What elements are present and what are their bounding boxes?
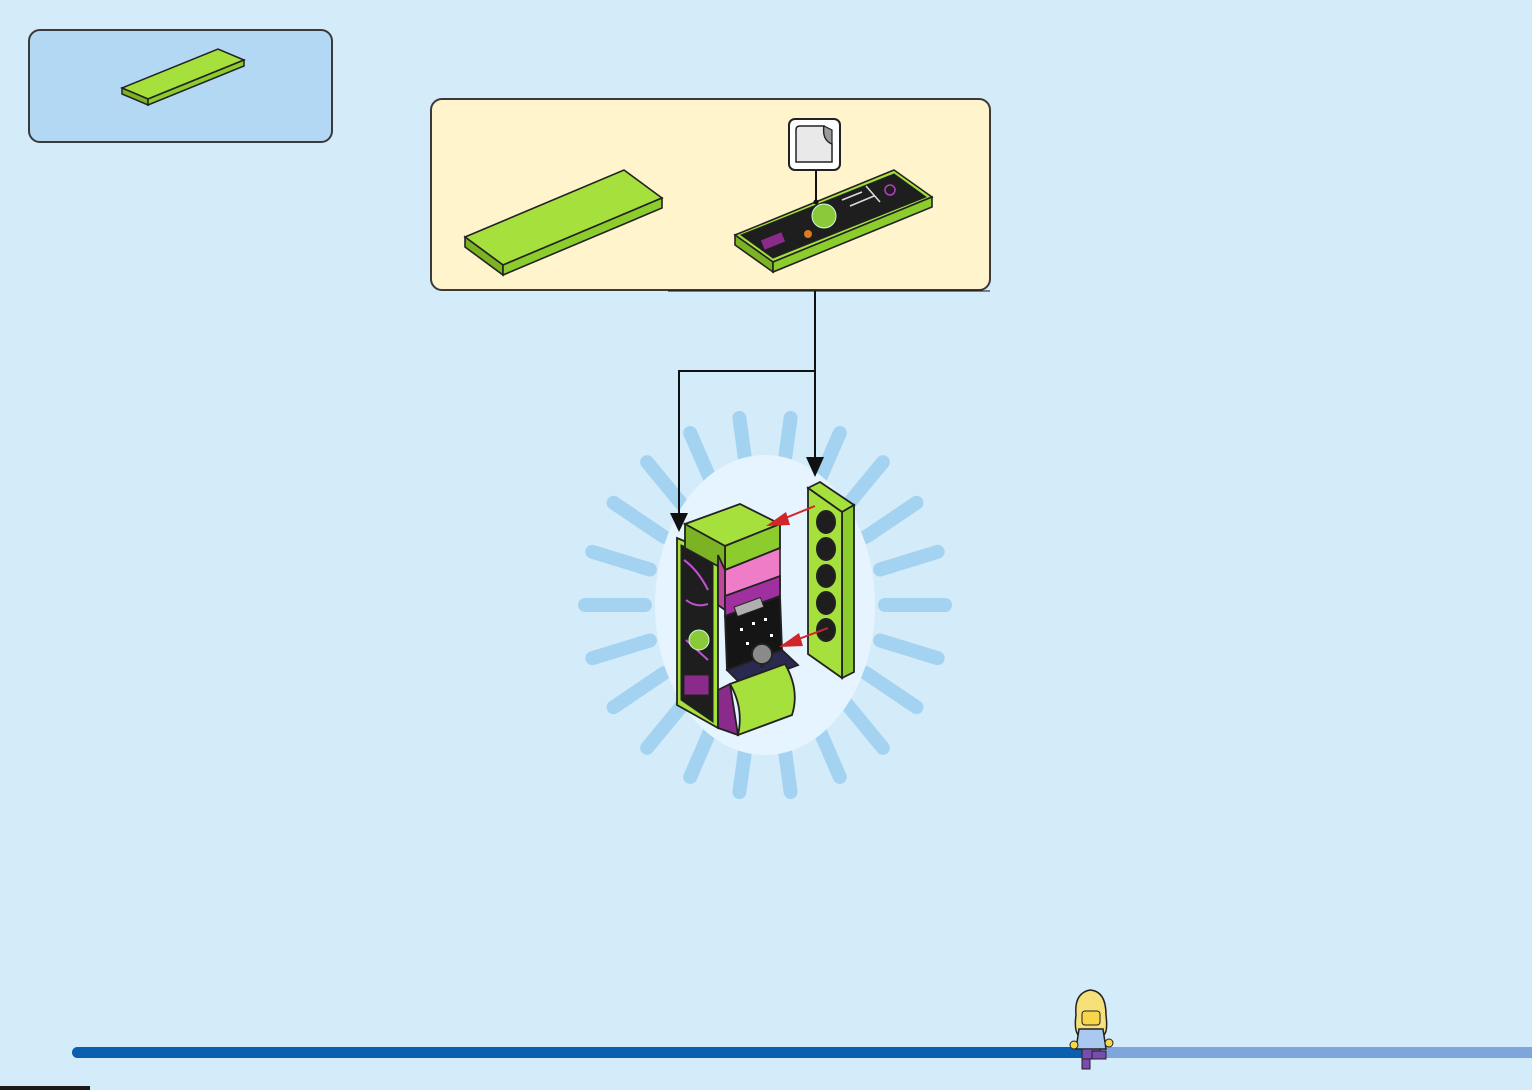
build-progress-bar (72, 1047, 1532, 1058)
page-edge-mark (0, 1086, 90, 1090)
glow-ray (866, 673, 916, 707)
arcade-cabinet-model (677, 504, 798, 735)
glow-ray (614, 503, 664, 537)
progress-fill (72, 1047, 1100, 1058)
glow-ray (592, 552, 650, 570)
glow-ray (866, 503, 916, 537)
glow-ray (880, 640, 938, 658)
glow-ray (844, 700, 883, 748)
glow-ray (647, 462, 686, 510)
glow-ray (614, 673, 664, 707)
glow-ray (880, 552, 938, 570)
side-plate-part (808, 482, 854, 678)
glow-ray (592, 640, 650, 658)
minifigure-icon (1062, 985, 1122, 1075)
